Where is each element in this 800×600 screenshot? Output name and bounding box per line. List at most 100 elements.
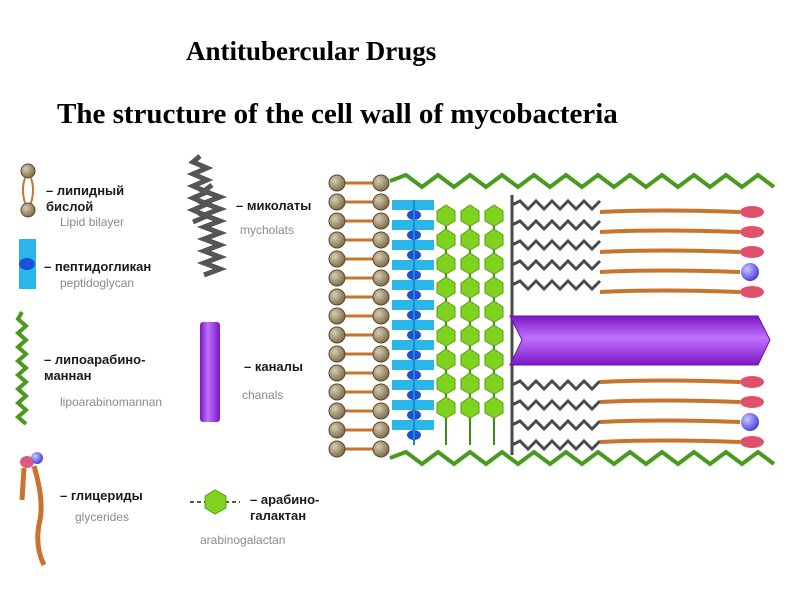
legend-glycerides-ru: – глицериды bbox=[60, 488, 143, 503]
ag-unit bbox=[484, 276, 504, 299]
slide-subtitle: The structure of the cell wall of mycoba… bbox=[57, 98, 618, 130]
lipid-head bbox=[328, 269, 346, 287]
ag-unit bbox=[460, 228, 480, 251]
channel-icon bbox=[200, 322, 220, 422]
ag-unit bbox=[484, 348, 504, 371]
ag-unit bbox=[484, 324, 504, 347]
glyceride-head bbox=[740, 376, 764, 388]
lipid-head bbox=[372, 364, 390, 382]
lipid-head bbox=[372, 326, 390, 344]
lipid-head bbox=[328, 174, 346, 192]
lipid-head bbox=[328, 326, 346, 344]
ag-unit bbox=[484, 396, 504, 419]
glyceride-head bbox=[741, 413, 759, 431]
lipid-head bbox=[328, 288, 346, 306]
lipid-head bbox=[372, 421, 390, 439]
ag-unit bbox=[436, 228, 456, 251]
lipid-head bbox=[372, 402, 390, 420]
lipid-head bbox=[328, 421, 346, 439]
glyceride-tail bbox=[599, 438, 741, 444]
glyceride-tail bbox=[599, 398, 741, 404]
mycolate-chain bbox=[511, 398, 602, 412]
ag-unit bbox=[460, 372, 480, 395]
lipid-head bbox=[372, 288, 390, 306]
legend-arabinogalactan-ru: – арабино-галактан bbox=[250, 492, 320, 523]
ag-unit bbox=[436, 252, 456, 275]
mycolate-layer bbox=[510, 195, 602, 455]
lipid-head bbox=[328, 307, 346, 325]
ag-unit bbox=[460, 396, 480, 419]
lipid-head bbox=[372, 345, 390, 363]
glyceride-head bbox=[740, 286, 764, 298]
mycolate-chain bbox=[511, 418, 602, 432]
cell-wall-structure bbox=[326, 172, 788, 472]
lipoarabinomannan-icon bbox=[14, 311, 30, 426]
glycerides-icon bbox=[19, 452, 47, 567]
lipid-head bbox=[372, 231, 390, 249]
lipid-bilayer bbox=[328, 174, 390, 458]
lipid-head bbox=[328, 364, 346, 382]
mycolate-chain bbox=[196, 183, 228, 278]
legend-peptidoglycan-en: peptidoglycan bbox=[60, 276, 135, 290]
ag-unit bbox=[484, 300, 504, 323]
glyceride-head bbox=[740, 226, 764, 238]
mycolates-icon bbox=[186, 154, 228, 278]
glyceride-tail bbox=[599, 228, 741, 234]
ag-unit bbox=[484, 252, 504, 275]
arabinogalactan-layer bbox=[436, 204, 504, 445]
glyceride-head bbox=[740, 246, 764, 258]
mycolate-chain bbox=[511, 378, 602, 392]
ag-unit bbox=[484, 372, 504, 395]
ag-unit bbox=[460, 324, 480, 347]
channel-body bbox=[200, 322, 220, 422]
mycolate-chain bbox=[511, 238, 602, 252]
mycolate-chain bbox=[511, 278, 602, 292]
mycolate-chain bbox=[511, 258, 602, 272]
lam-zigzag-top bbox=[389, 172, 776, 190]
lipid-tail bbox=[22, 177, 34, 204]
lipid-head bbox=[20, 163, 36, 179]
lipid-head bbox=[372, 250, 390, 268]
glyceride-tail bbox=[599, 268, 741, 274]
lipid-head bbox=[372, 440, 390, 458]
ag-unit bbox=[436, 372, 456, 395]
channel-body bbox=[509, 315, 771, 366]
legend-lipid-bilayer-en: Lipid bilayer bbox=[60, 215, 125, 229]
lipid-head bbox=[328, 193, 346, 211]
arabinogalactan-icon bbox=[190, 489, 240, 515]
legend-lam-en: lipoarabinomannan bbox=[60, 395, 163, 409]
lipid-head bbox=[328, 345, 346, 363]
glyceride-head bbox=[31, 452, 43, 464]
lipid-head bbox=[328, 212, 346, 230]
glyceride-tail bbox=[599, 418, 741, 424]
peptidoglycan-layer bbox=[392, 200, 434, 445]
ag-unit bbox=[484, 204, 504, 227]
lipid-head bbox=[328, 440, 346, 458]
mycolate-chain bbox=[511, 438, 602, 452]
legend-channels-en: chanals bbox=[242, 388, 284, 402]
ag-unit bbox=[436, 396, 456, 419]
legend-channels-ru: – каналы bbox=[244, 359, 304, 374]
mycolate-chain bbox=[186, 154, 214, 225]
lipid-head bbox=[372, 307, 390, 325]
ag-unit bbox=[436, 276, 456, 299]
glyceride-head bbox=[20, 456, 34, 468]
ag-unit bbox=[460, 252, 480, 275]
glyceride-head bbox=[740, 396, 764, 408]
lipid-head bbox=[20, 202, 36, 218]
outer-lam-border bbox=[389, 172, 776, 467]
lipid-head bbox=[328, 250, 346, 268]
legend-lam-ru: – липоарабино-маннан bbox=[44, 352, 146, 383]
ag-unit bbox=[460, 204, 480, 227]
lipid-head bbox=[372, 212, 390, 230]
ag-unit bbox=[436, 324, 456, 347]
ag-unit bbox=[460, 276, 480, 299]
ag-unit bbox=[460, 348, 480, 371]
peptidoglycan-icon bbox=[19, 239, 36, 289]
arabinogalactan-unit bbox=[204, 489, 227, 515]
ag-unit bbox=[436, 204, 456, 227]
legend-mycolates-ru: – миколаты bbox=[236, 198, 312, 213]
mycolate-chain bbox=[511, 198, 602, 212]
